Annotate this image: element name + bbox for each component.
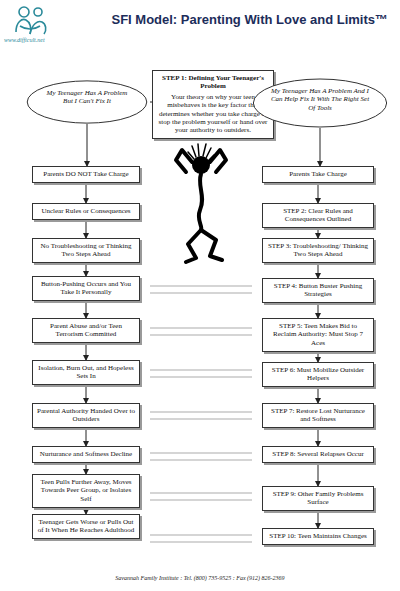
node-text: No Troubleshooting or Thinking Two Steps… <box>37 242 135 259</box>
flow-arrow <box>86 301 87 318</box>
node-text: My Teenager Has A Problem But I Can't Fi… <box>42 89 132 106</box>
process-box: STEP 8: Several Relapses Occur <box>262 446 374 463</box>
node-text: My Teenager Has A Problem And I Can Help… <box>268 87 372 112</box>
process-box: Parents Take Charge <box>262 166 374 183</box>
logo <box>16 7 46 34</box>
node-text: STEP 4: Button Buster Pushing Strategies <box>267 282 369 299</box>
flow-arrow <box>86 220 87 238</box>
flow-arrow <box>318 387 319 403</box>
flow-arrow <box>86 463 87 474</box>
title: SFI Model: Parenting With Love and Limit… <box>111 12 388 27</box>
process-box: STEP 9: Other Family Problems Surface <box>262 486 374 511</box>
process-box: Isolation, Burn Out, and Hopeless Sets I… <box>32 360 140 385</box>
footer-note: Savannah Family Institute : Tel. (800) 7… <box>0 575 400 581</box>
flow-arrow <box>318 303 319 318</box>
node-text: STEP 5: Teen Makes Bid to Reclaim Author… <box>267 322 369 347</box>
process-box: No Troubleshooting or Thinking Two Steps… <box>32 238 140 263</box>
flow-arrow <box>86 183 87 203</box>
node-text: STEP 6: Must Mobilize Outsider Helpers <box>267 366 369 383</box>
stick-figure <box>176 144 226 262</box>
process-box: STEP 2: Clear Rules and Consequences Out… <box>262 203 374 228</box>
process-box: STEP 4: Button Buster Pushing Strategies <box>262 278 374 303</box>
node-text: STEP 1: Defining Your Teenager's Problem <box>157 74 269 91</box>
blank-lines <box>150 286 252 542</box>
node-text: STEP 3: Troubleshooting/ Thinking Two St… <box>267 242 369 259</box>
thought-bubble: My Teenager Has A Problem And I Can Help… <box>252 78 388 128</box>
flow-arrow <box>318 228 319 238</box>
process-box: STEP 6: Must Mobilize Outsider Helpers <box>262 362 374 387</box>
process-box: Unclear Rules or Consequences <box>32 203 140 220</box>
node-text: STEP 8: Several Relapses Occur <box>267 450 369 458</box>
node-text: Unclear Rules or Consequences <box>37 207 135 215</box>
process-box: Button-Pushing Occurs and You Take It Pe… <box>32 276 140 301</box>
process-box: STEP 5: Teen Makes Bid to Reclaim Author… <box>262 318 374 352</box>
process-box: Nurturance and Softness Decline <box>32 446 140 463</box>
process-box: Parents DO NOT Take Charge <box>32 166 140 183</box>
node-text: Nurturance and Softness Decline <box>37 450 135 458</box>
node-text: Parental Authority Handed Over to Outsid… <box>37 407 135 424</box>
flow-arrow <box>318 428 319 446</box>
flow-arrow <box>86 428 87 446</box>
node-text: STEP 9: Other Family Problems Surface <box>267 490 369 507</box>
node-text: Parents Take Charge <box>267 170 369 178</box>
flow-arrow <box>318 263 319 278</box>
flow-arrow <box>320 128 321 166</box>
node-text: Isolation, Burn Out, and Hopeless Sets I… <box>37 364 135 381</box>
flow-arrow <box>86 263 87 276</box>
node-text: Teen Pulls Further Away, Moves Towards P… <box>37 478 135 503</box>
node-text: Button-Pushing Occurs and You Take It Pe… <box>37 280 135 297</box>
process-box: Teenager Gets Worse or Pulls Out of It W… <box>32 514 140 539</box>
thought-bubble: My Teenager Has A Problem But I Can't Fi… <box>26 80 148 124</box>
process-box: Parental Authority Handed Over to Outsid… <box>32 403 140 428</box>
process-box: Teen Pulls Further Away, Moves Towards P… <box>32 474 140 508</box>
node-text: STEP 10: Teen Maintains Changes <box>267 532 369 540</box>
node-text: Parents DO NOT Take Charge <box>37 170 135 178</box>
node-text: Teenager Gets Worse or Pulls Out of It W… <box>37 518 135 535</box>
flow-arrow <box>87 124 88 166</box>
flow-arrow <box>318 352 319 362</box>
website-label: www.difficult.net <box>4 37 45 43</box>
process-box: STEP 3: Troubleshooting/ Thinking Two St… <box>262 238 374 263</box>
process-box: STEP 7: Restore Lost Nurturance and Soft… <box>262 403 374 428</box>
node-text: Parent Abuse and/or Teen Terrorism Commi… <box>37 322 135 339</box>
flow-arrow <box>86 343 87 360</box>
flow-arrow <box>318 463 319 486</box>
node-text: STEP 7: Restore Lost Nurturance and Soft… <box>267 407 369 424</box>
flow-arrow <box>86 385 87 403</box>
flow-arrow <box>318 511 319 528</box>
node-text: STEP 2: Clear Rules and Consequences Out… <box>267 207 369 224</box>
process-box: Parent Abuse and/or Teen Terrorism Commi… <box>32 318 140 343</box>
flow-arrow <box>318 183 319 203</box>
node-body: Your theory on why your teen misbehaves … <box>157 93 269 135</box>
process-box: STEP 10: Teen Maintains Changes <box>262 528 374 545</box>
